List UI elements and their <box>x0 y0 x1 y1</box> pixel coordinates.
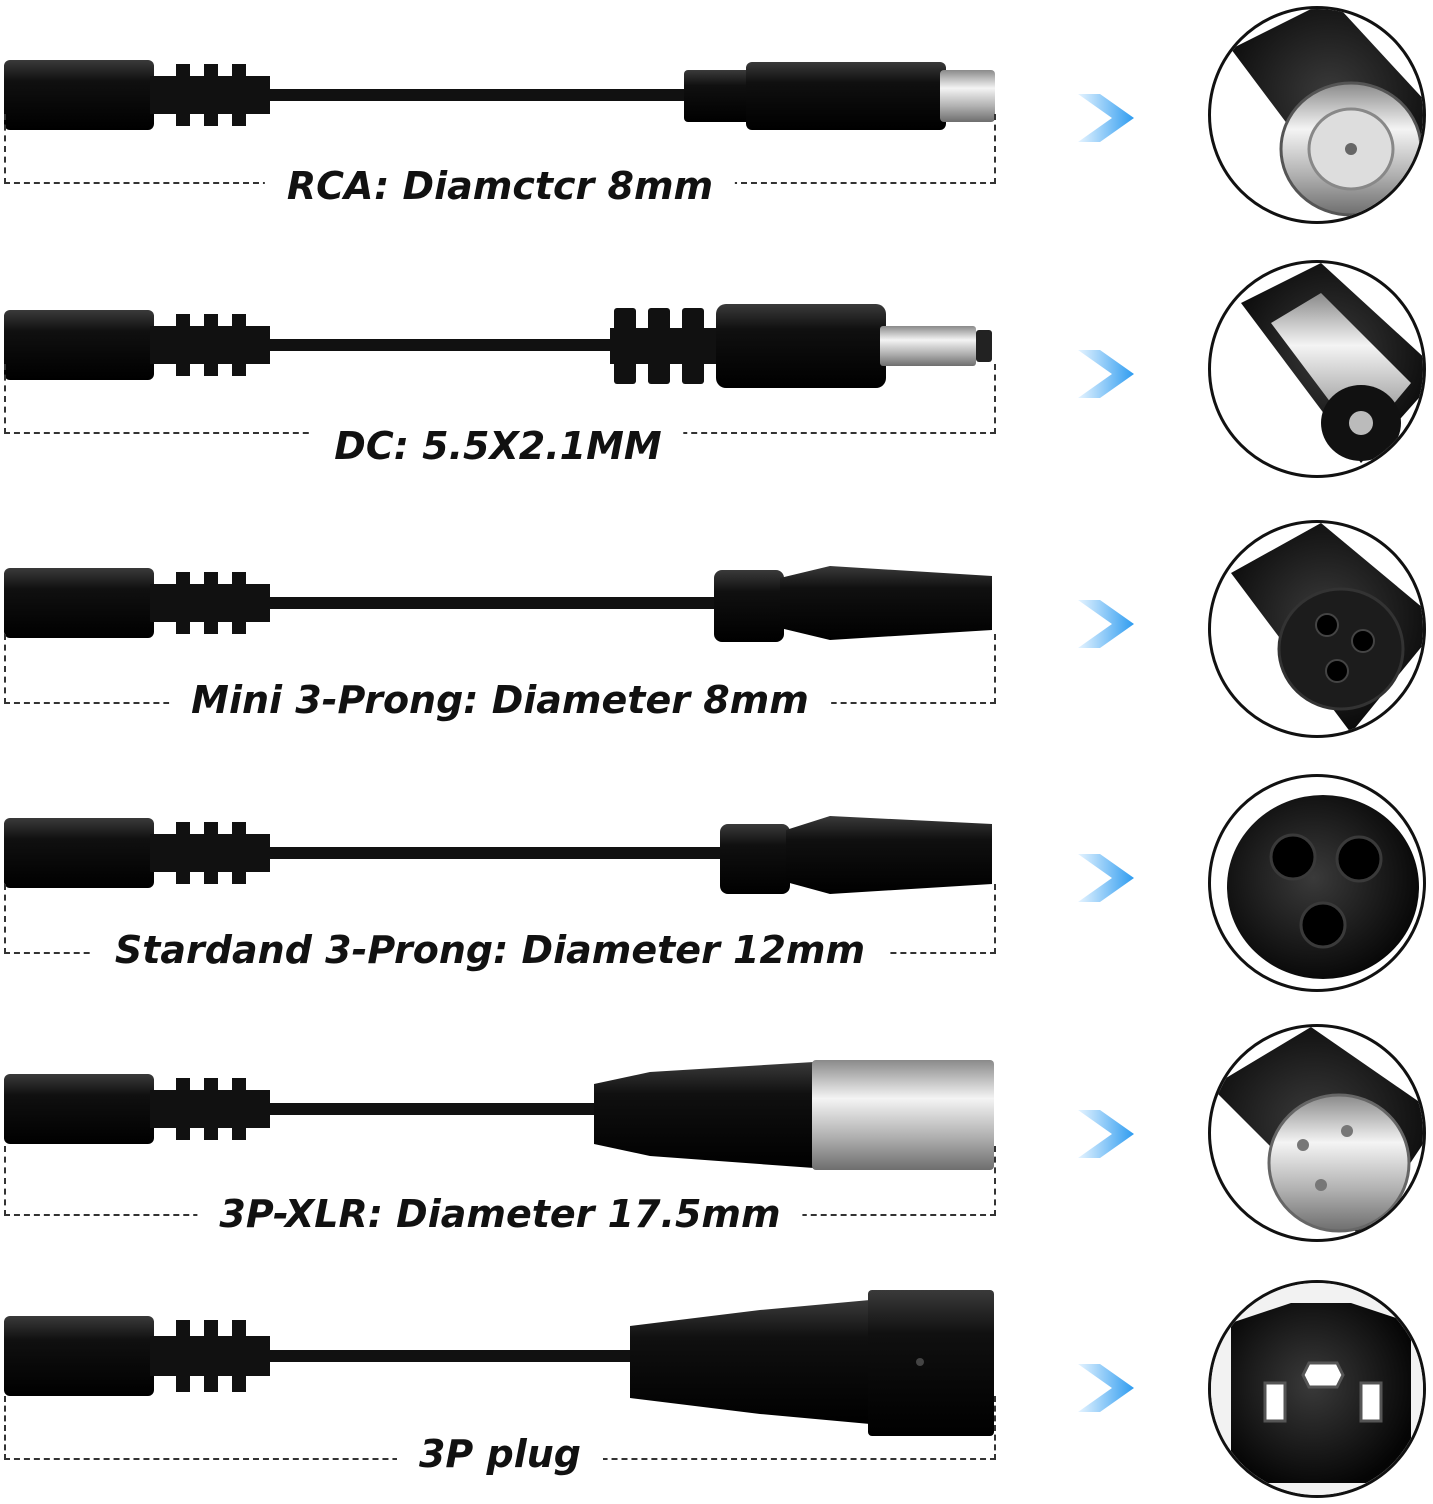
xlr-plug-icon <box>1208 1024 1426 1242</box>
connector-label: Stardand 3-Prong: Diameter 12mm <box>92 928 888 972</box>
arrow-icon <box>1078 94 1134 142</box>
connector-row-mini-3-prong: Mini 3-Prong: Diameter 8mm <box>0 520 1433 774</box>
arrow-icon <box>1078 854 1134 902</box>
connector-row-standard-3-prong: Stardand 3-Prong: Diameter 12mm <box>0 774 1433 1024</box>
arrow-icon <box>1078 600 1134 648</box>
dc-barrel-plug-icon <box>1208 260 1426 478</box>
standard-3-prong-plug-icon <box>1208 774 1426 992</box>
connector-row-rca: RCA: Diamctcr 8mm <box>0 6 1433 254</box>
dc-cable-image <box>4 304 992 388</box>
connector-label: Mini 3-Prong: Diameter 8mm <box>169 678 831 722</box>
arrow-icon <box>1078 350 1134 398</box>
iec-3p-plug-icon <box>1208 1280 1426 1498</box>
connector-row-3p-plug: 3P plug <box>0 1280 1433 1504</box>
mini-3-prong-cable-image <box>4 566 992 642</box>
connector-label: RCA: Diamctcr 8mm <box>264 164 736 208</box>
3p-plug-cable-image <box>4 1290 994 1436</box>
connector-label: DC: 5.5X2.1MM <box>312 424 684 468</box>
xlr-cable-image <box>4 1060 994 1170</box>
rca-plug-icon <box>1208 6 1426 224</box>
rca-cable-image <box>4 60 995 130</box>
mini-3-prong-plug-icon <box>1208 520 1426 738</box>
standard-3-prong-cable-image <box>4 816 992 894</box>
connector-label: 3P plug <box>396 1432 604 1476</box>
connector-row-dc: DC: 5.5X2.1MM <box>0 260 1433 514</box>
arrow-icon <box>1078 1364 1134 1412</box>
connector-row-xlr: 3P-XLR: Diameter 17.5mm <box>0 1024 1433 1274</box>
arrow-icon <box>1078 1110 1134 1158</box>
connector-label: 3P-XLR: Diameter 17.5mm <box>197 1192 803 1236</box>
